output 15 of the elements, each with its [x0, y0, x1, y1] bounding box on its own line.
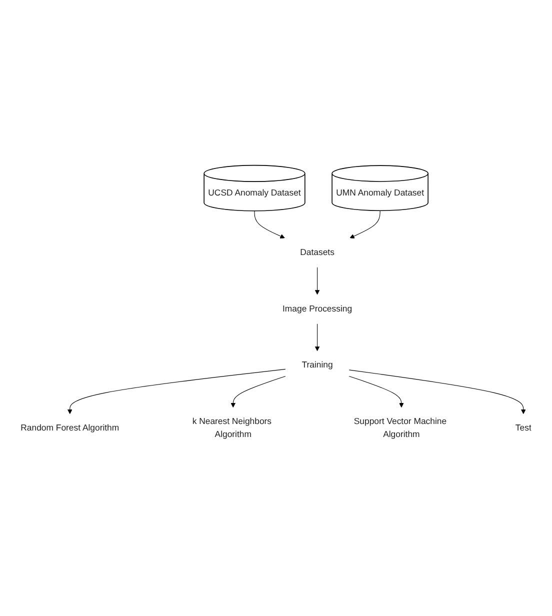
- node-text: Image Processing: [282, 304, 352, 314]
- node-text: Datasets: [300, 248, 334, 258]
- arrow: [314, 268, 320, 296]
- arrow: [348, 376, 404, 408]
- arrow: [68, 369, 286, 415]
- arrow: [348, 370, 526, 415]
- node-text: Training: [302, 361, 333, 370]
- node-text: Test: [515, 424, 532, 434]
- arrow: [350, 210, 380, 239]
- node-text: Support Vector Machine Algorithm: [354, 418, 447, 440]
- arrow: [230, 376, 286, 408]
- arrow: [314, 324, 320, 352]
- node-text: k Nearest Neighbors Algorithm: [192, 418, 272, 440]
- node-text: Random Forest Algorithm: [20, 424, 120, 434]
- arrow: [254, 211, 285, 239]
